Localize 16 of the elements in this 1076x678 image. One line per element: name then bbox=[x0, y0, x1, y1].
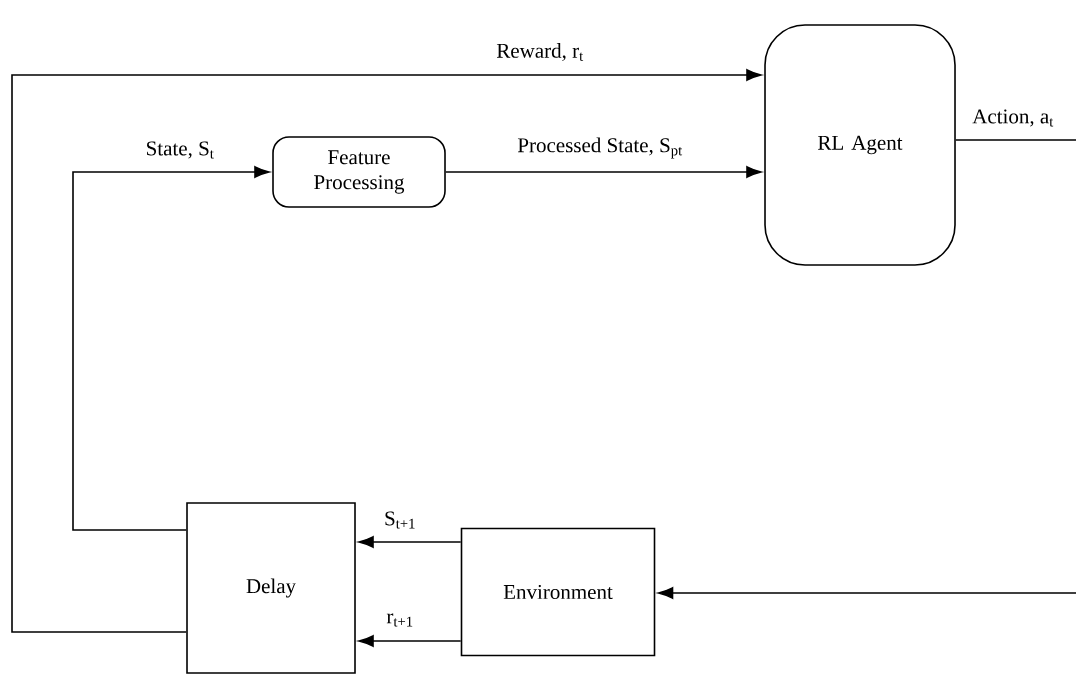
delay-box: Delay bbox=[186, 502, 356, 674]
edge-label: S$_{t+1}$ bbox=[383, 510, 417, 530]
process-box: Feature Processing bbox=[272, 136, 446, 208]
arrow bbox=[358, 536, 462, 548]
edge-label: Processed State, S$_{pt}$ bbox=[516, 136, 684, 160]
arrow bbox=[657, 139, 1076, 599]
arrow bbox=[72, 166, 270, 531]
edge-label: r$_{t+1}$ bbox=[385, 612, 415, 628]
edge-label: Action, a$_{t}$ bbox=[971, 108, 1055, 128]
edge-label: State, S$_{t}$ bbox=[144, 140, 216, 160]
arrow bbox=[445, 166, 762, 178]
arrow bbox=[358, 635, 462, 647]
edge-label: Reward, r$_{t}$ bbox=[495, 42, 585, 62]
arrow bbox=[11, 69, 762, 633]
agent-box: RL Agent bbox=[764, 24, 956, 266]
environment-box: Environment bbox=[460, 527, 656, 657]
